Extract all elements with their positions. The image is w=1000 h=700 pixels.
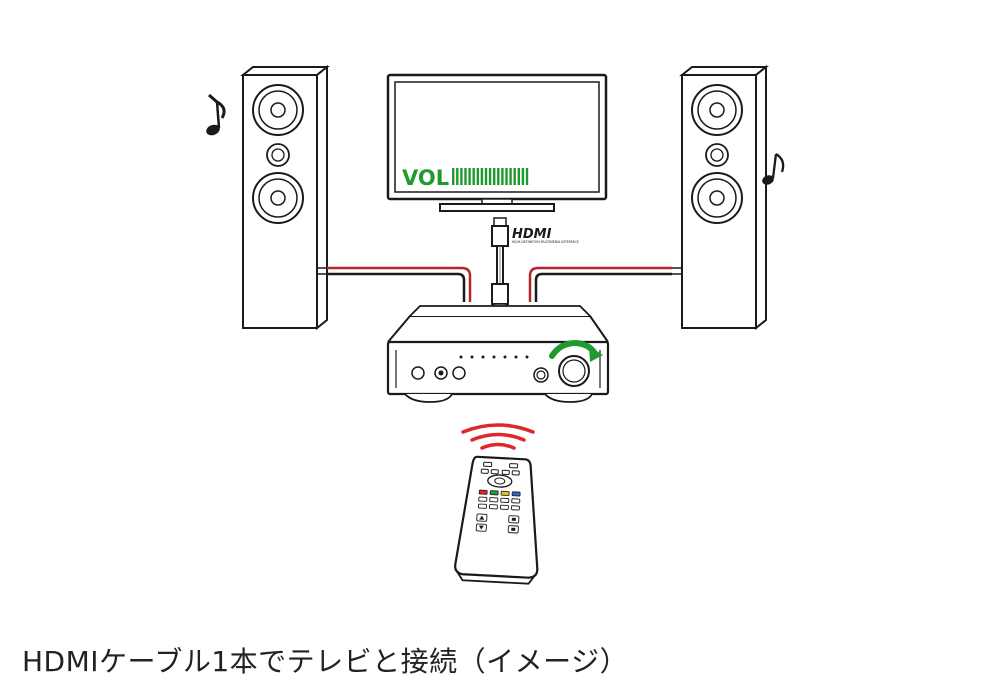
- amplifier: [386, 305, 610, 403]
- right-speaker: [679, 64, 769, 331]
- volume-bar: [476, 168, 479, 185]
- volume-bar: [525, 168, 529, 185]
- hdmi-logo: HDMI HIGH-DEFINITION MULTIMEDIA INTERFAC…: [512, 227, 579, 244]
- hdmi-cable: [491, 217, 509, 313]
- volume-bar: [456, 168, 459, 185]
- volume-bar: [472, 168, 475, 185]
- volume-bar: [488, 168, 492, 185]
- volume-meter: [452, 168, 529, 185]
- system-diagram: VOL HDMI HIGH-DEFINITION MULTIMEDIA INTE…: [206, 64, 785, 585]
- hdmi-logo-text: HDMI: [512, 227, 552, 242]
- volume-bar: [460, 168, 463, 185]
- caption: HDMIケーブル1本でテレビと接続（イメージ）: [22, 645, 629, 678]
- volume-bar: [484, 168, 488, 185]
- volume-bar: [464, 168, 467, 185]
- signal-icon: [461, 423, 535, 450]
- volume-bar: [497, 168, 500, 185]
- remote-control: [454, 455, 539, 585]
- volume-bar: [468, 168, 471, 185]
- volume-bar: [501, 168, 504, 185]
- volume-bar: [509, 168, 512, 185]
- rotate-clockwise-icon: [549, 339, 603, 362]
- volume-label: VOL: [402, 166, 449, 190]
- music-note-icon: [762, 153, 785, 185]
- left-speaker: [240, 64, 330, 331]
- volume-bar: [452, 168, 455, 185]
- volume-bar: [480, 168, 484, 185]
- hdmi-tagline: HIGH-DEFINITION MULTIMEDIA INTERFACE: [512, 240, 579, 244]
- speaker-wire-right: [528, 266, 682, 302]
- volume-bar: [513, 168, 516, 185]
- volume-bar: [505, 168, 508, 185]
- speaker-wire-left: [317, 266, 472, 302]
- volume-bar: [517, 168, 520, 185]
- television: VOL: [386, 73, 608, 212]
- volume-bar: [493, 168, 496, 185]
- volume-bar: [521, 168, 525, 185]
- music-note-icon: [206, 93, 226, 136]
